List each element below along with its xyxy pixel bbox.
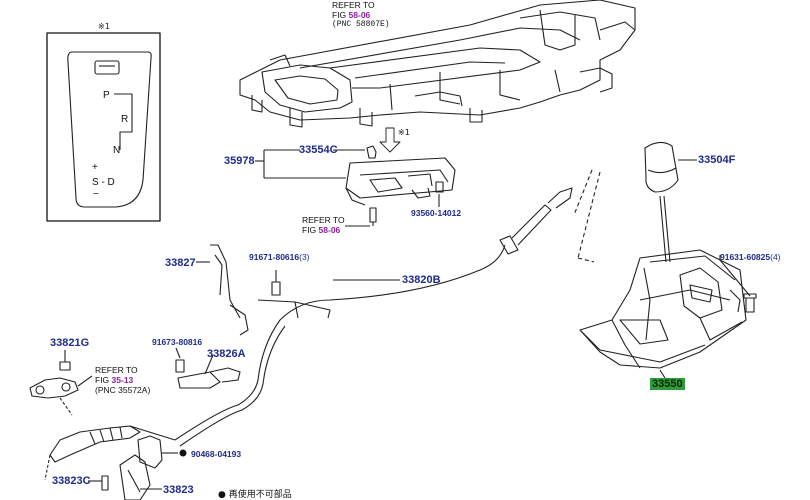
part-33820B-label: 33820B <box>402 274 441 286</box>
part-91671-80616[interactable]: 91671-80616(3) <box>249 251 310 263</box>
shift-cable-33820B <box>174 187 573 447</box>
inset-note-mark: ※1 <box>98 22 110 31</box>
footnote: ● 再使用不可部品 <box>218 487 292 500</box>
part-91671-80616-label: 91671-80616 <box>249 252 300 262</box>
part-33823C-label: 33823C <box>52 475 91 487</box>
part-35978[interactable]: 35978 <box>224 155 255 167</box>
refer-note-left: REFER TO FIG 35-13 (PNC 35572A) <box>95 365 150 395</box>
footnote-text: 再使用不可部品 <box>228 490 292 500</box>
gate-label-plus: + <box>92 162 98 173</box>
part-91631-60825-label: 91631-60825 <box>720 252 771 262</box>
bolt-93560 <box>435 181 444 193</box>
refer-note-top: REFER TO FIG 58-06 (PNC 58807E) <box>332 0 390 30</box>
part-33554C-label: 33554C <box>299 144 338 156</box>
part-93560-14012-label: 93560-14012 <box>411 208 462 218</box>
part-33827[interactable]: 33827 <box>165 257 196 269</box>
refer-mid-fig-link[interactable]: 58-06 <box>318 225 341 235</box>
bracket-33823 <box>119 454 151 500</box>
bolt-91671 <box>271 281 281 296</box>
part-33826A[interactable]: 33826A <box>207 348 246 360</box>
refer-mid-fig-prefix: FIG <box>302 225 319 235</box>
console-housing <box>239 0 636 128</box>
nonreusable-bullet-90468 <box>179 449 187 457</box>
refer-left-fig-prefix: FIG <box>95 375 112 385</box>
part-91631-60825[interactable]: 91631-60825(4) <box>720 251 781 263</box>
part-33821G[interactable]: 33821G <box>50 337 89 349</box>
gate-button-outline <box>94 60 120 75</box>
part-33827-label: 33827 <box>165 257 196 269</box>
inset-frame <box>46 32 161 222</box>
arrow-note-mark: ※1 <box>398 128 410 137</box>
part-35978-label: 35978 <box>224 155 255 167</box>
refer-note-mid: REFER TO FIG 58-06 <box>302 215 345 235</box>
part-33504F[interactable]: 33504F <box>698 154 735 166</box>
part-93560-14012[interactable]: 93560-14012 <box>411 207 461 219</box>
shift-lever-assembly-33550 <box>579 141 747 369</box>
gate-label-p: P <box>103 90 110 101</box>
bolt-91631 <box>745 297 755 313</box>
part-91673-80816[interactable]: 91673-80816 <box>152 336 202 348</box>
part-33550-label: 33550 <box>652 378 683 390</box>
nut-33821G <box>59 361 71 371</box>
clamp-33826A <box>177 371 221 389</box>
part-33821G-label: 33821G <box>50 337 90 349</box>
gate-label-minus: − <box>93 189 99 200</box>
refer-left-line1: REFER TO <box>95 365 138 375</box>
down-arrow <box>379 127 401 153</box>
part-91671-80616-qty: (3) <box>299 252 310 262</box>
shift-gate-plate <box>67 51 152 208</box>
part-33823[interactable]: 33823 <box>163 484 194 496</box>
gate-label-sd: S - D <box>92 177 115 188</box>
clip-90468 <box>137 435 163 469</box>
part-91673-80816-label: 91673-80816 <box>152 337 203 347</box>
cable-end-left <box>49 425 141 463</box>
cable-end-33821G <box>29 377 79 399</box>
part-33554C[interactable]: 33554C <box>299 144 338 156</box>
refer-mid-line1: REFER TO <box>302 215 345 225</box>
part-91631-60825-qty: (4) <box>770 252 781 262</box>
part-33504F-label: 33504F <box>698 154 736 166</box>
bracket-35978 <box>345 157 456 206</box>
part-33826A-label: 33826A <box>207 348 246 360</box>
refer-top-fig-prefix: FIG <box>332 10 349 20</box>
part-33820B[interactable]: 33820B <box>402 274 441 286</box>
part-33823-label: 33823 <box>163 484 194 496</box>
bolt-ref-58-06 <box>369 207 377 223</box>
refer-top-line1: REFER TO <box>332 0 375 10</box>
refer-left-fig-link[interactable]: 35-13 <box>111 375 134 385</box>
bolt-91673 <box>175 359 185 373</box>
part-33550[interactable]: 33550 <box>650 378 685 390</box>
gate-path-line <box>114 93 133 150</box>
gate-label-r: R <box>121 114 129 125</box>
clip-33554C <box>366 145 377 159</box>
refer-top-pnc: (PNC 58807E) <box>332 20 390 29</box>
part-90468-04193-label: 90468-04193 <box>191 449 242 459</box>
footnote-bullet: ● <box>218 490 226 500</box>
refer-top-fig-link[interactable]: 58-06 <box>348 10 371 20</box>
refer-left-pnc: (PNC 35572A) <box>95 385 151 395</box>
bolt-33823C <box>101 475 109 491</box>
part-90468-04193[interactable]: 90468-04193 <box>191 448 241 460</box>
part-33823C[interactable]: 33823C <box>52 475 91 487</box>
gate-label-n: N <box>113 145 121 156</box>
